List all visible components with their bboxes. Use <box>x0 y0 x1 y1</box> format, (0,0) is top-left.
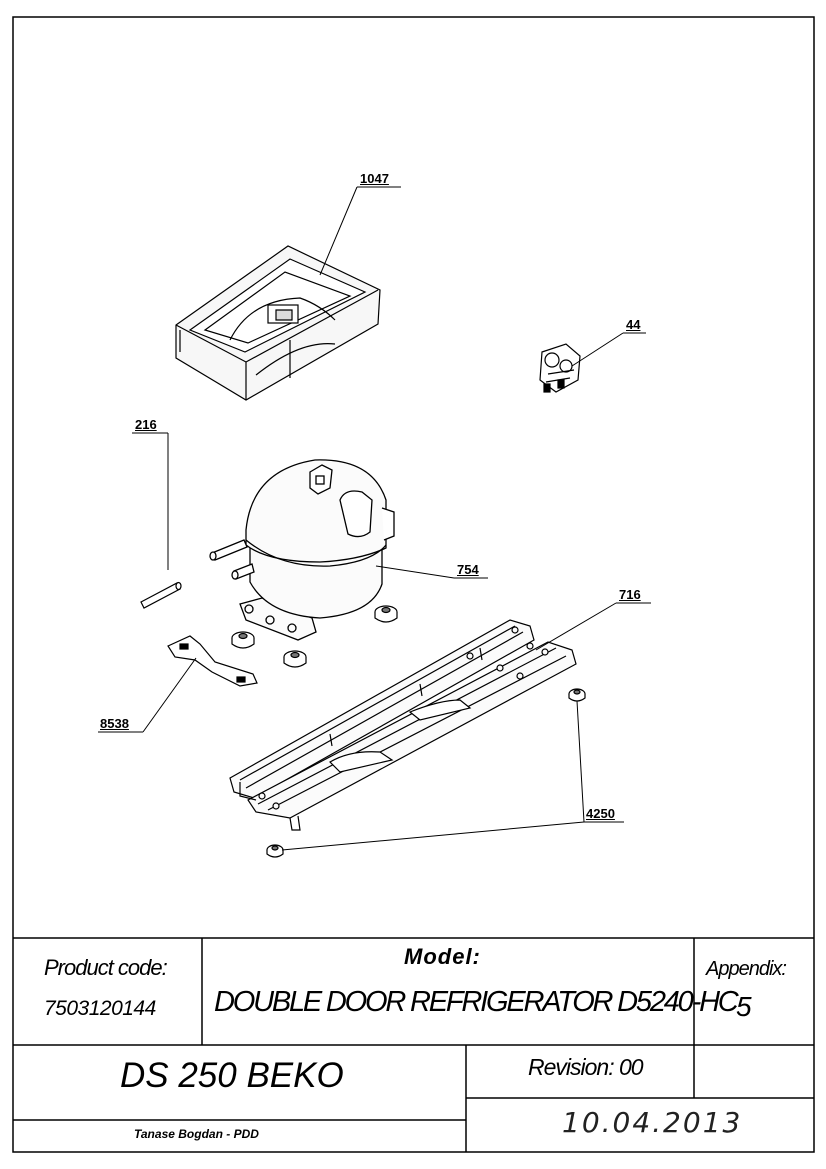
product-code-value: 7503120144 <box>44 997 156 1020</box>
callout-754: 754 <box>457 562 479 577</box>
part-44-relay-clip <box>539 343 581 393</box>
drawing-frame <box>12 16 815 1153</box>
leader-716 <box>535 602 651 651</box>
leader-8538 <box>98 657 197 733</box>
foot-1 <box>231 631 255 649</box>
callout-1047: 1047 <box>360 171 389 186</box>
appendix-value: 5 <box>736 991 752 1022</box>
callout-8538: 8538 <box>100 716 129 731</box>
leader-216 <box>132 432 169 570</box>
title-block-grid <box>13 937 814 1152</box>
part-1047-tray <box>175 245 381 401</box>
part-754-compressor <box>209 459 395 641</box>
product-code-label: Product code: <box>44 955 168 980</box>
leader-754 <box>375 565 488 579</box>
foot-5 <box>266 844 284 858</box>
rubber-feet <box>231 605 586 858</box>
date: 10.04.2013 <box>562 1106 743 1139</box>
model-value: DOUBLE DOOR REFRIGERATOR D5240-HC <box>214 986 739 1018</box>
revision: Revision: 00 <box>528 1054 644 1080</box>
callout-44: 44 <box>626 317 641 332</box>
leader-44 <box>571 332 646 367</box>
leader-lines <box>98 186 651 851</box>
model-label: Model: <box>404 944 481 969</box>
leader-1047 <box>319 186 401 276</box>
part-8538-strip <box>167 635 258 687</box>
callout-216: 216 <box>135 417 157 432</box>
foot-4 <box>568 688 586 702</box>
leader-4250-b <box>281 821 585 851</box>
author: Tanase Bogdan - PDD <box>134 1127 259 1141</box>
foot-3 <box>374 605 398 623</box>
part-216-tube <box>140 581 182 609</box>
appendix-label: Appendix: <box>706 958 787 980</box>
callout-716: 716 <box>619 587 641 602</box>
callout-4250: 4250 <box>586 806 615 821</box>
part-716-rails <box>229 619 577 831</box>
leader-4250-a <box>576 700 624 823</box>
drawing-name: DS 250 BEKO <box>120 1056 344 1095</box>
foot-2 <box>283 650 307 668</box>
